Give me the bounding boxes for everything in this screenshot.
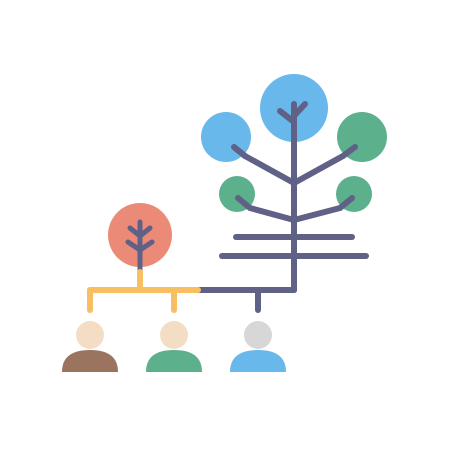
large-tree-branches	[195, 101, 369, 313]
orange-connector	[87, 269, 201, 313]
person-right-head	[244, 321, 272, 349]
person-left	[62, 321, 118, 372]
small-tree-branches	[125, 219, 155, 273]
person-middle-body	[146, 350, 202, 372]
person-middle	[146, 321, 202, 372]
person-right	[230, 321, 286, 372]
person-left-body	[62, 350, 118, 372]
person-right-body	[230, 350, 286, 372]
person-middle-head	[160, 321, 188, 349]
person-left-head	[76, 321, 104, 349]
